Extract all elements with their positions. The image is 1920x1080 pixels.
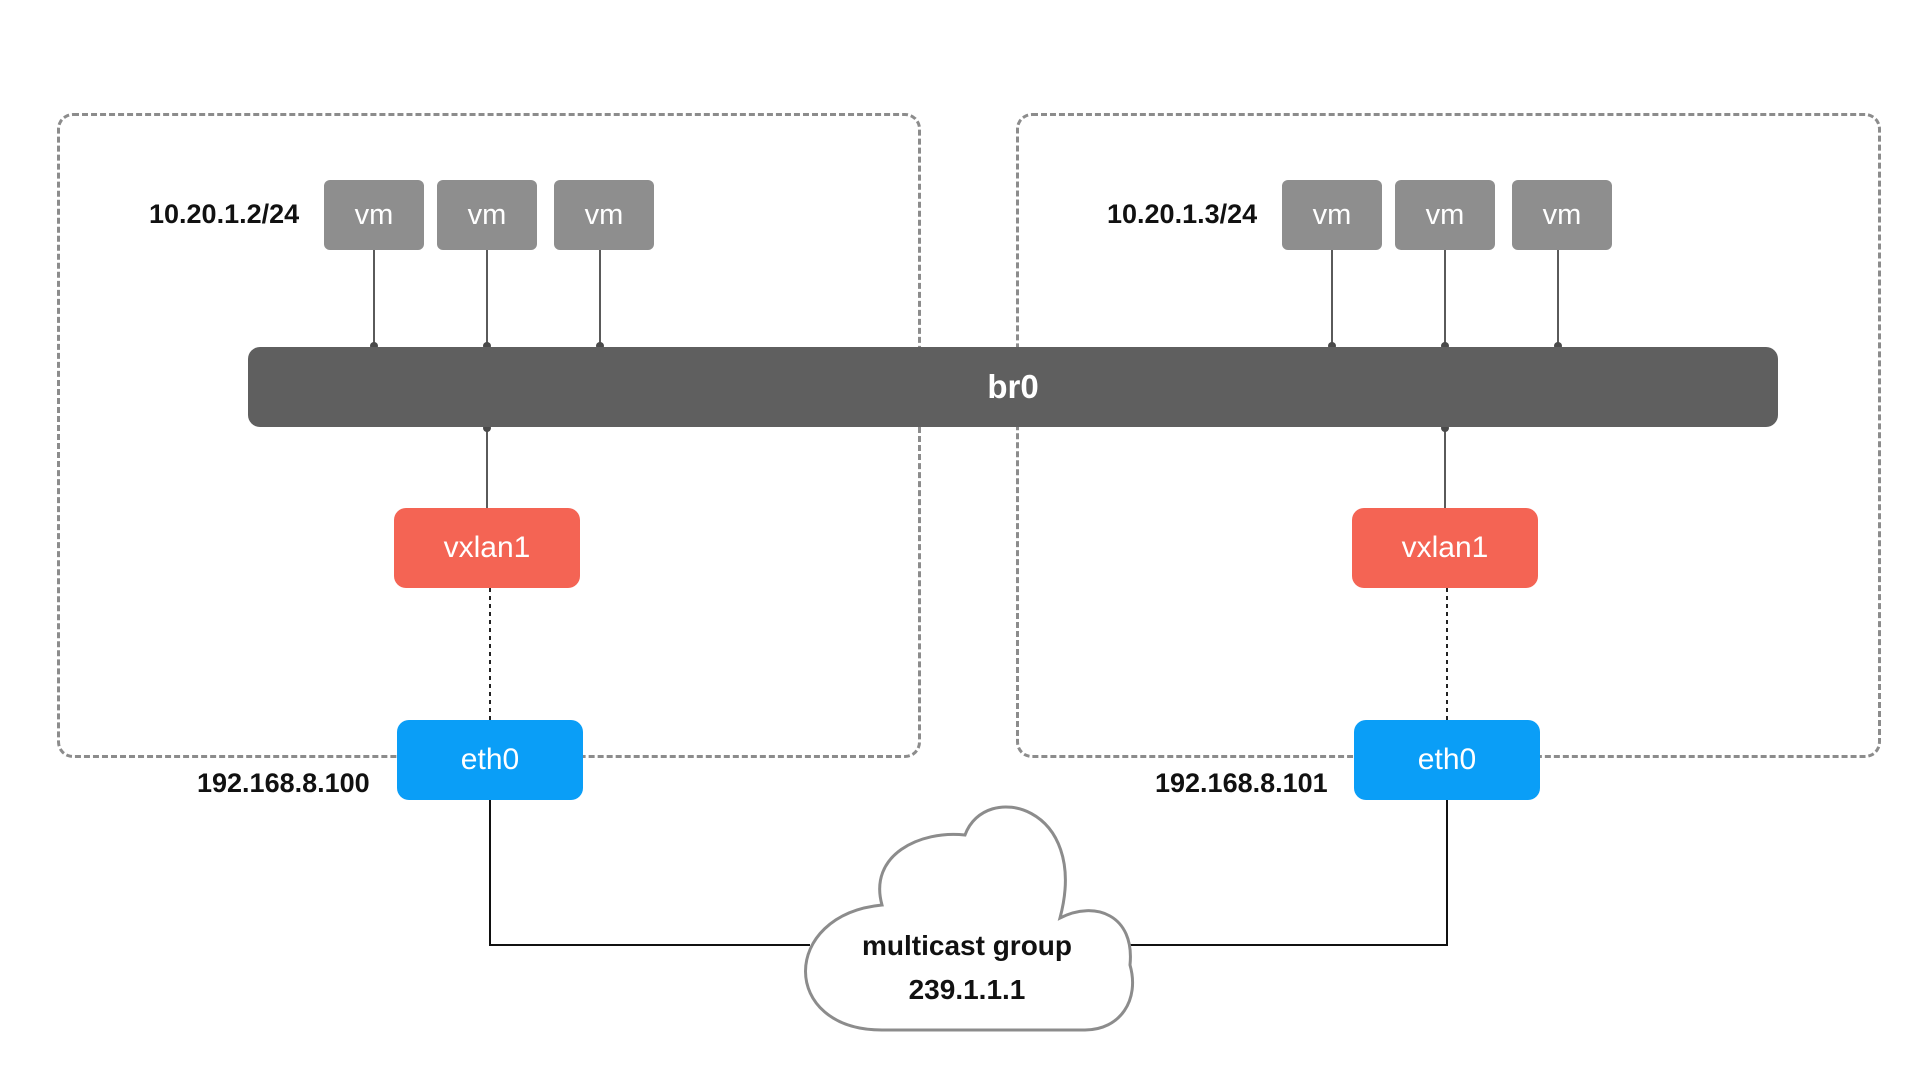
eth-ip-label-right: 192.168.8.101 [1155,768,1328,798]
vm-box[interactable]: vm [1512,180,1612,250]
vm-subnet-label-left: 10.20.1.2/24 [149,199,300,229]
multicast-group-label: multicast group [861,930,1072,961]
vxlan-interface-right[interactable]: vxlan1 [1352,508,1538,588]
vm-box[interactable]: vm [554,180,654,250]
vm-box[interactable]: vm [1282,180,1382,250]
vxlan-interface-left[interactable]: vxlan1 [394,508,580,588]
vm-box[interactable]: vm [1395,180,1495,250]
eth-cloud-line-left [489,800,810,946]
vm-subnet-label-right: 10.20.1.3/24 [1107,199,1258,229]
multicast-address-label: 239.1.1.1 [908,974,1026,1005]
bridge-br0[interactable]: br0 [248,347,1778,427]
cloud-shape [804,805,1135,1032]
eth-ip-label-left: 192.168.8.100 [197,768,370,798]
eth-interface-left[interactable]: eth0 [397,720,583,800]
eth-interface-right[interactable]: eth0 [1354,720,1540,800]
eth-cloud-line-right [1125,800,1448,946]
vm-box[interactable]: vm [324,180,424,250]
vm-box[interactable]: vm [437,180,537,250]
